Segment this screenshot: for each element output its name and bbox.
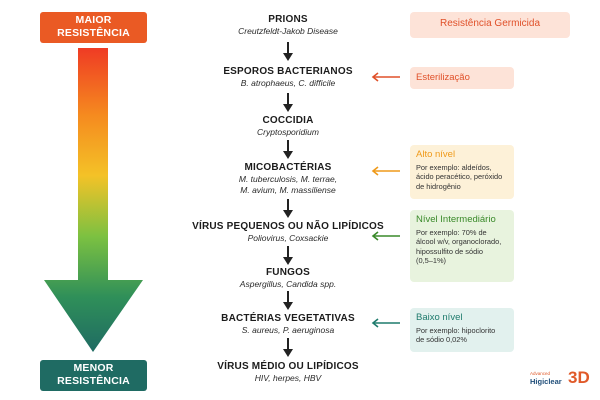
low-level-pointer-arrow: [371, 318, 400, 328]
intermediate-level-title: Nível Intermediário: [416, 214, 496, 225]
level-coccidia: COCCIDIA Cryptosporidium: [188, 115, 388, 138]
down-arrow: [283, 42, 293, 61]
level-name: ESPOROS BACTERIANOS: [223, 66, 353, 77]
down-arrow: [283, 140, 293, 159]
high-level-desc-line1: Por exemplo: aldeídos,: [416, 163, 492, 172]
level-small-nonlipid-viruses: VÍRUS PEQUENOS OU NÃO LIPÍDICOS Poliovir…: [188, 221, 388, 244]
intermediate-desc-line2: álcool w/v, organoclorado,: [416, 237, 502, 247]
level-name: VÍRUS MÉDIO OU LIPÍDICOS: [217, 361, 359, 372]
low-level-title: Baixo nível: [416, 312, 463, 323]
down-arrow: [283, 291, 293, 310]
intermediate-desc-line1: Por exemplo: 70% de: [416, 228, 487, 237]
germicide-header-title: Resistência Germicida: [439, 18, 541, 29]
level-examples: S. aureus, P. aeruginosa: [241, 325, 335, 335]
level-examples: HIV, herpes, HBV: [254, 373, 322, 383]
lower-resistance-line1: MENOR: [73, 362, 114, 374]
level-bacterial-spores: ESPOROS BACTERIANOS B. atrophaeus, C. di…: [188, 66, 388, 89]
sterilization-box: Esterilização: [410, 67, 514, 89]
level-medium-lipid-viruses: VÍRUS MÉDIO OU LIPÍDICOS HIV, herpes, HB…: [188, 361, 388, 384]
greater-resistance-label: MAIOR RESISTÊNCIA: [40, 12, 147, 43]
level-mycobacteria: MICOBACTÉRIAS M. tuberculosis, M. terrae…: [188, 162, 388, 196]
level-name: BACTÉRIAS VEGETATIVAS: [221, 313, 355, 324]
greater-resistance-line1: MAIOR: [75, 14, 112, 26]
level-examples-line1: M. tuberculosis, M. terrae,: [238, 174, 338, 184]
low-level-desc-line1: Por exemplo: hipoclorito: [416, 326, 496, 335]
level-examples: Aspergillus, Candida spp.: [239, 279, 337, 289]
high-level-title: Alto nível: [416, 149, 456, 160]
down-arrow: [283, 199, 293, 218]
low-level-box: Baixo nível Por exemplo: hipoclorito de …: [410, 308, 514, 352]
level-examples: Poliovirus, Coxsackie: [247, 233, 329, 243]
level-examples: Cryptosporidium: [257, 127, 319, 137]
high-level-pointer-arrow: [371, 166, 400, 176]
intermediate-level-pointer-arrow: [371, 231, 400, 241]
down-arrow: [283, 246, 293, 265]
logo-name: Higiclear: [530, 377, 562, 386]
sterilization-pointer-arrow: [371, 72, 400, 82]
level-prions: PRIONS Creutzfeldt-Jakob Disease: [188, 14, 388, 37]
level-name: VÍRUS PEQUENOS OU NÃO LIPÍDICOS: [192, 221, 384, 232]
level-fungi: FUNGOS Aspergillus, Candida spp.: [188, 267, 388, 290]
level-name: MICOBACTÉRIAS: [244, 162, 332, 173]
level-name: FUNGOS: [266, 267, 310, 278]
down-arrow: [283, 338, 293, 357]
intermediate-level-box: Nível Intermediário Por exemplo: 70% de …: [410, 210, 514, 282]
lower-resistance-line2: RESISTÊNCIA: [57, 375, 130, 387]
lower-resistance-label: MENOR RESISTÊNCIA: [40, 360, 147, 391]
level-name: COCCIDIA: [262, 115, 314, 126]
logo-mark: 3D: [568, 368, 590, 387]
logo-tagline: Advanced: [530, 371, 551, 376]
level-examples: Creutzfeldt-Jakob Disease: [238, 26, 338, 36]
down-arrow: [283, 93, 293, 112]
high-level-desc-line2: ácido peracético, peróxido: [416, 172, 503, 182]
high-level-box: Alto nível Por exemplo: aldeídos, ácido …: [410, 145, 514, 199]
level-vegetative-bacteria: BACTÉRIAS VEGETATIVAS S. aureus, P. aeru…: [188, 313, 388, 336]
higiclear-logo: Advanced Higiclear 3D: [530, 368, 592, 392]
germicide-resistance-header: Resistência Germicida: [410, 12, 570, 38]
intermediate-desc-line4: (0,5–1%): [416, 256, 446, 266]
level-name: PRIONS: [268, 14, 308, 25]
level-examples-line2: M. avium, M. massiliense: [240, 185, 336, 195]
low-level-desc-line2: de sódio 0,02%: [416, 335, 467, 345]
level-examples: B. atrophaeus, C. difficile: [240, 78, 336, 88]
greater-resistance-line2: RESISTÊNCIA: [57, 27, 130, 39]
sterilization-title: Esterilização: [416, 72, 470, 83]
resistance-gradient-arrow: [44, 48, 143, 352]
intermediate-desc-line3: hipossulfito de sódio: [416, 246, 483, 256]
high-level-desc-line3: de hidrogênio: [416, 181, 461, 191]
